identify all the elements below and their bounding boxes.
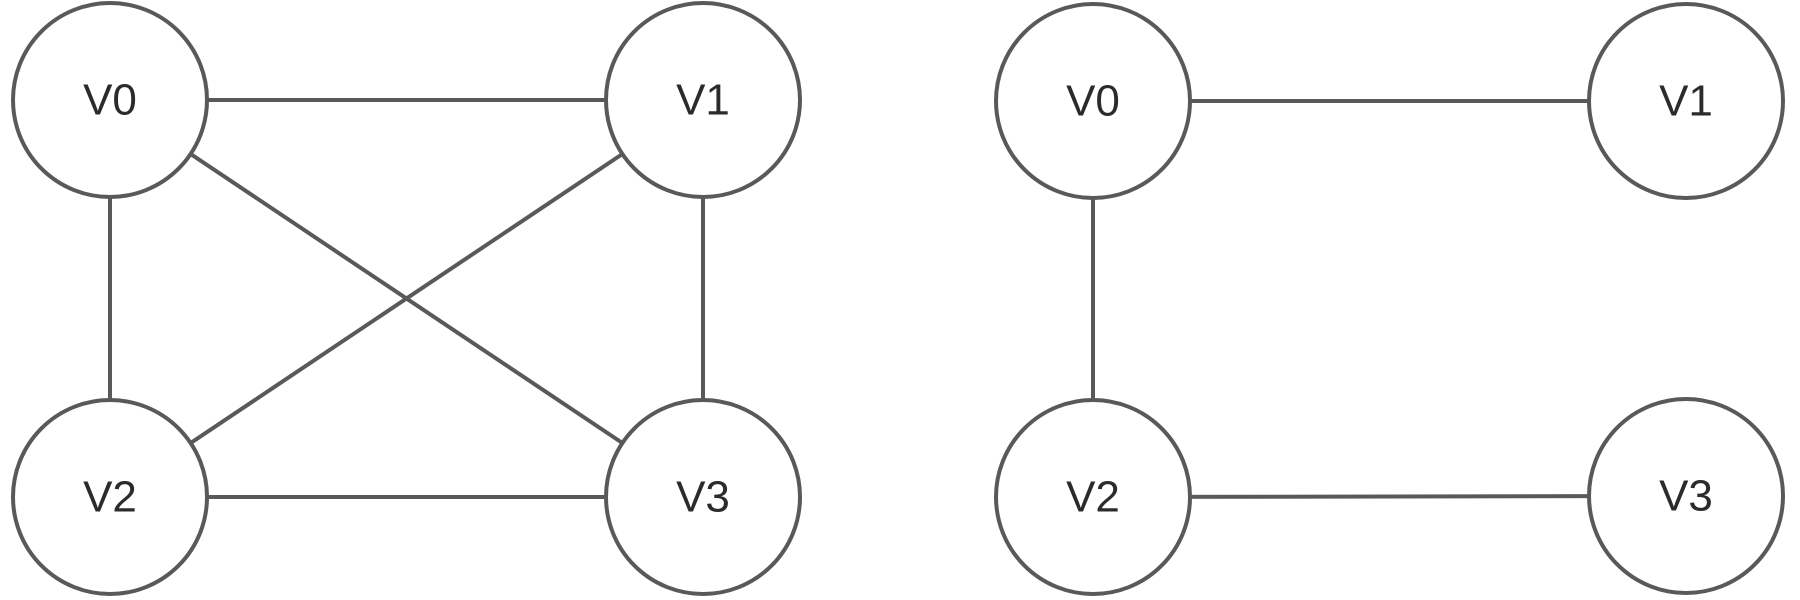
graph-node-circle <box>1587 397 1785 595</box>
left-graph-node-v3: V3 <box>604 398 802 596</box>
graph-node-circle <box>1587 2 1785 200</box>
graph-node-label: V2 <box>83 473 137 522</box>
left-graph-node-v2: V2 <box>11 398 209 596</box>
left-graph-node-v0: V0 <box>11 1 209 199</box>
graph-node-circle <box>994 2 1192 200</box>
left-graph-node-v1: V1 <box>604 1 802 199</box>
graph-node-circle <box>994 398 1192 596</box>
graph-node-label: V1 <box>1659 77 1713 126</box>
graph-node-label: V3 <box>676 473 730 522</box>
graph-node-label: V3 <box>1659 472 1713 521</box>
graph-node-label: V0 <box>83 76 137 125</box>
graph-node-label: V0 <box>1066 77 1120 126</box>
graph-node-label: V1 <box>676 76 730 125</box>
graph-node-circle <box>11 398 209 596</box>
right-graph-node-v1: V1 <box>1587 2 1785 200</box>
graph-node-circle <box>11 1 209 199</box>
right-graph-node-v2: V2 <box>994 398 1192 596</box>
graph-edge-v1-v2 <box>108 98 705 499</box>
right-graph-node-v3: V3 <box>1587 397 1785 595</box>
graph-node-circle <box>604 1 802 199</box>
graph-node-label: V2 <box>1066 473 1120 522</box>
graph-node-circle <box>604 398 802 596</box>
right-graph-node-v0: V0 <box>994 2 1192 200</box>
